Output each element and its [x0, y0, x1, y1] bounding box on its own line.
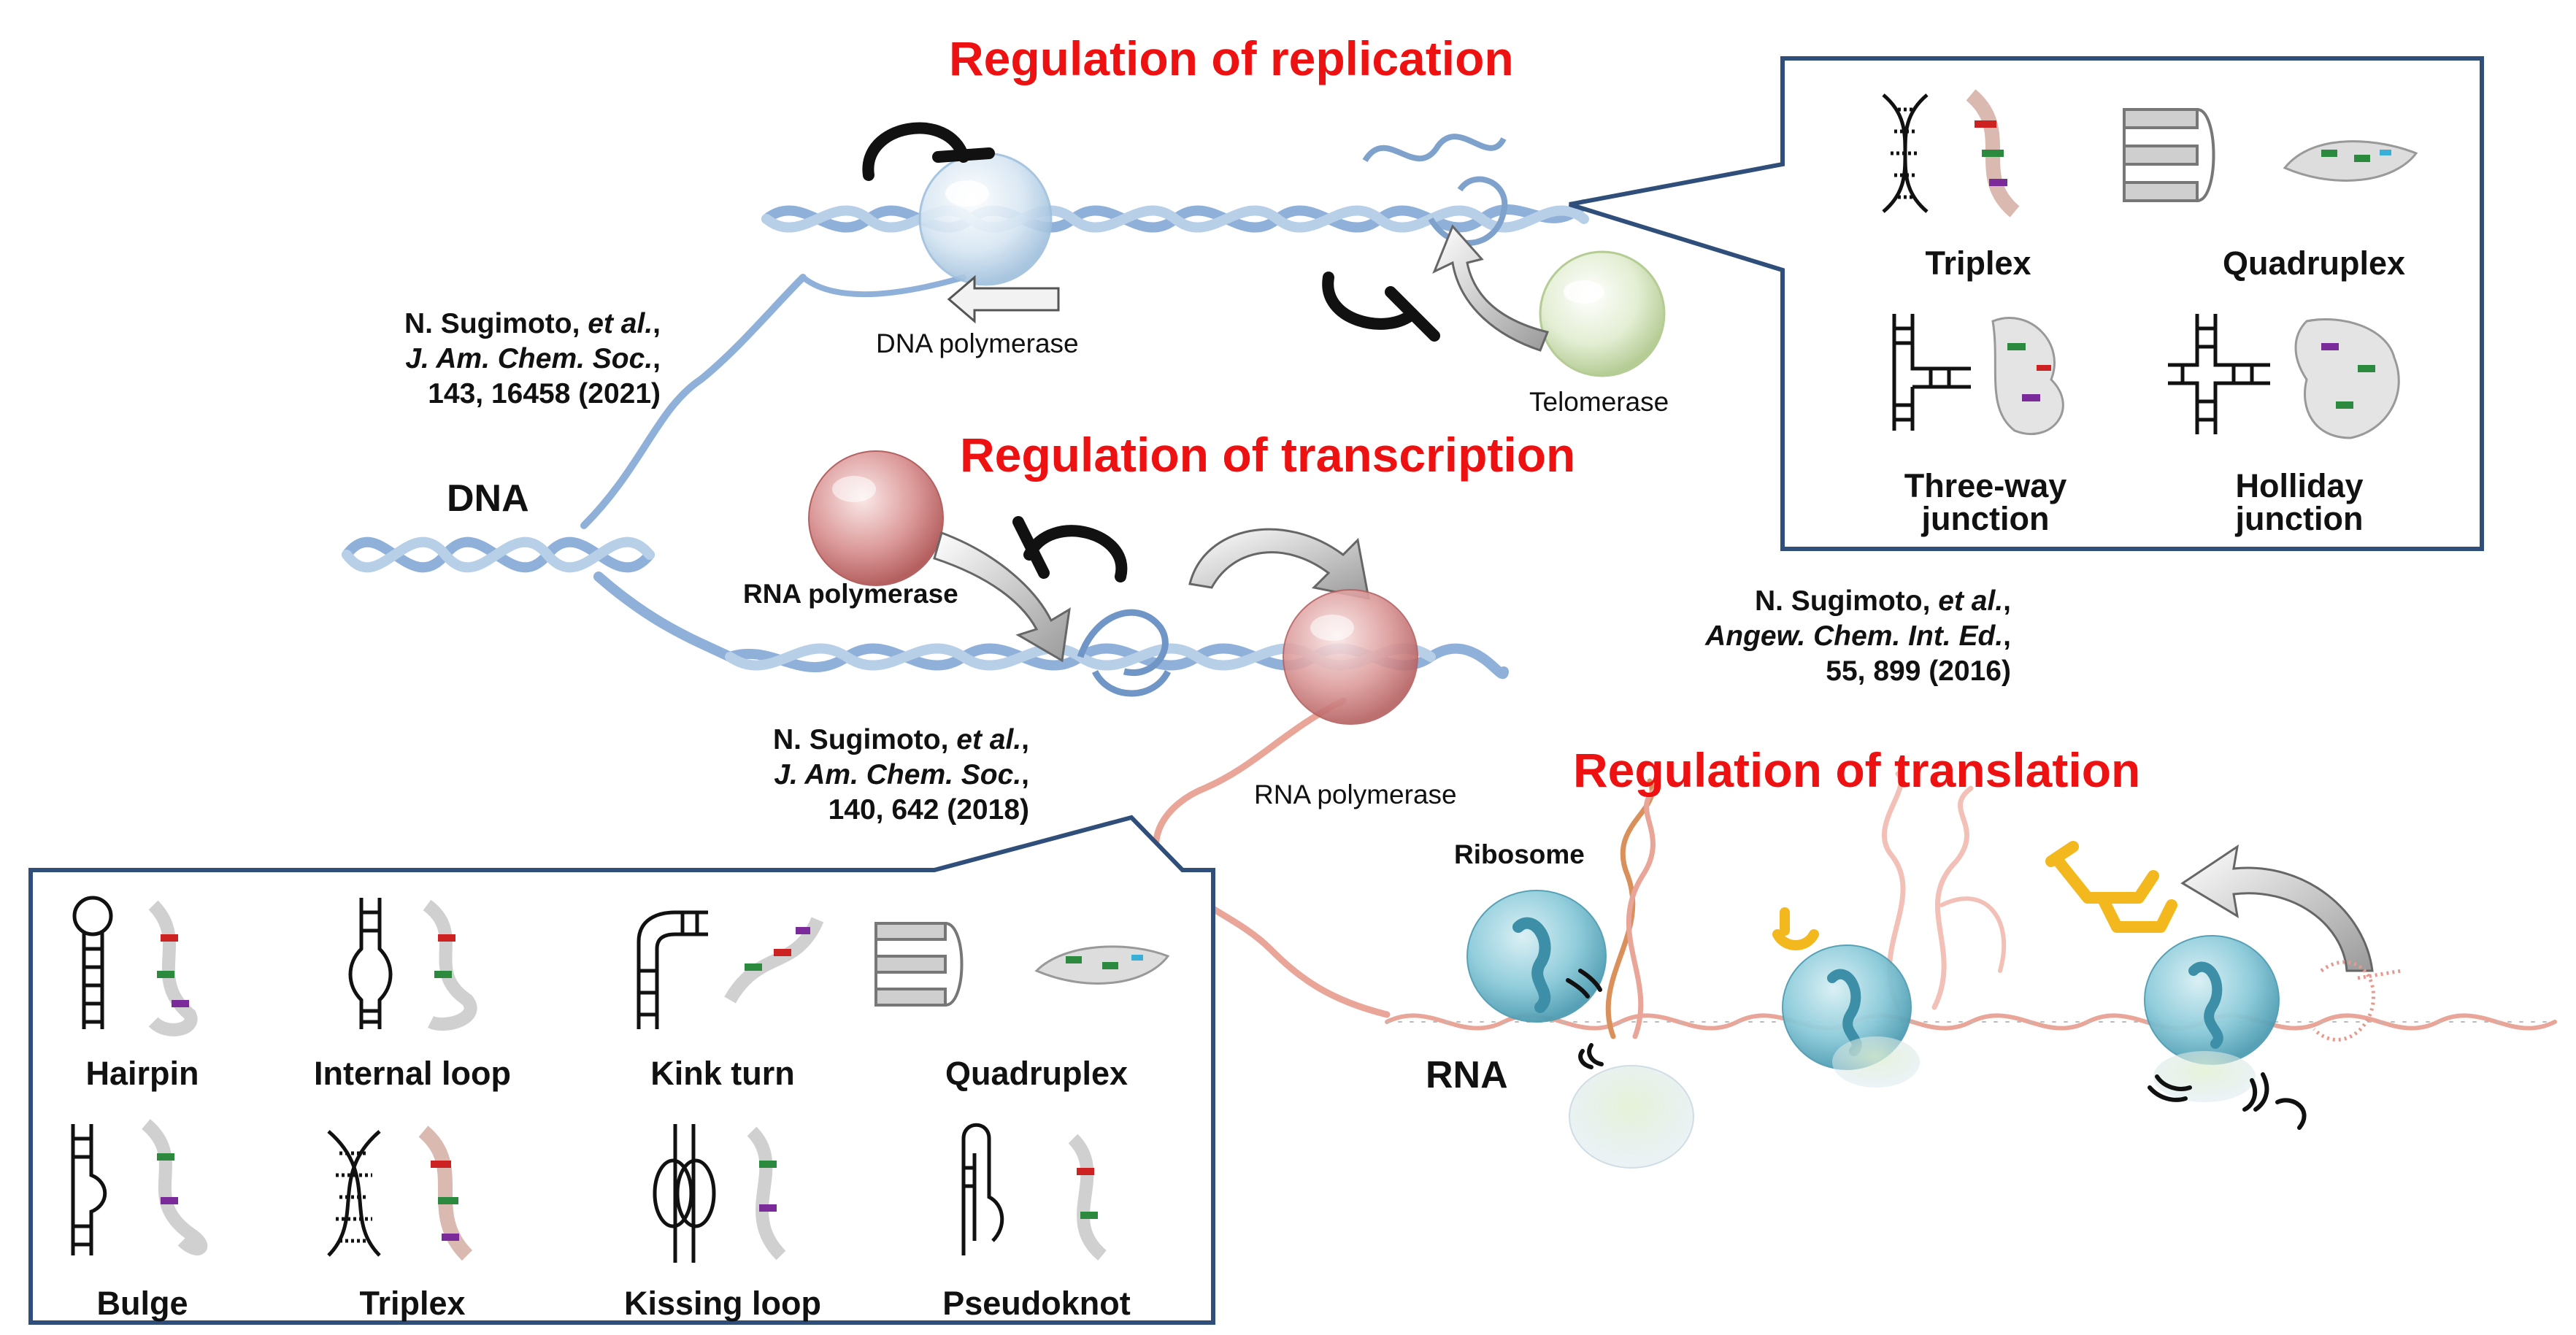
holliday-junction-model-icon [2294, 318, 2400, 439]
quadruplex-schematic-icon [2123, 108, 2215, 202]
ribosome-3 [2144, 935, 2280, 1102]
citation-etal: et al. [1938, 585, 2004, 617]
rna-quadruplex-schematic-icon [874, 922, 964, 1007]
motion-marks [1566, 969, 2307, 1130]
rna-structures-callout [28, 815, 1215, 1325]
ligand-binding-arrow [2180, 844, 2374, 972]
kink-turn-schematic-icon [637, 910, 708, 1029]
hairpin-schematic-icon [72, 896, 113, 1029]
ribosome-label: Ribosome [1454, 839, 1585, 869]
internal-loop-label: Internal loop [314, 1055, 511, 1092]
dna-polymerase-label: DNA polymerase [876, 328, 1079, 358]
rna-label: RNA [1426, 1054, 1508, 1096]
ligand-molecule-large [2045, 841, 2177, 933]
quadruplex-model-icon [2283, 140, 2418, 182]
pseudoknot-model-icon [1068, 1134, 1107, 1261]
three-way-junction-model-icon [1991, 317, 2064, 436]
citation-comma: , [2003, 585, 2011, 617]
rna-polymerase-binding-arrow [933, 531, 1071, 663]
three-way-junction-label-line2: junction [1921, 500, 2050, 537]
dna-triplex-label: Triplex [1925, 245, 2031, 282]
rna-polymerase-label-2: RNA polymerase [1254, 780, 1457, 809]
holliday-junction-label-line1: Holliday [2235, 467, 2364, 504]
translation-heading: Regulation of translation [1573, 743, 2141, 797]
bulge-model-icon [141, 1119, 208, 1255]
kink-turn-model-icon [724, 917, 824, 1004]
citation-authors: N. Sugimoto, [404, 308, 588, 339]
riboswitch-structure [2312, 960, 2402, 1042]
citation-comma: , [1021, 724, 1029, 755]
internal-loop-model-icon [423, 899, 477, 1031]
citation-journal: J. Am. Chem. Soc. [774, 759, 1022, 790]
citation-comma: , [653, 308, 661, 339]
citation-transcription: N. Sugimoto, et al., J. Am. Chem. Soc., … [730, 723, 1029, 828]
holliday-junction-label-line2: junction [2235, 500, 2364, 537]
rna-quadruplex-model-icon [1034, 945, 1170, 985]
ribosome-2 [1782, 944, 1920, 1088]
replication-heading: Regulation of replication [949, 31, 1514, 85]
three-way-junction-schematic-icon [1892, 314, 1971, 431]
telomerase-inhibition-arc [1322, 272, 1440, 342]
rna-triplex-label: Triplex [359, 1285, 466, 1322]
telomerase-action-arrow [1432, 224, 1550, 352]
bulge-label: Bulge [96, 1285, 188, 1322]
citation-authors: N. Sugimoto, [772, 724, 957, 755]
rna-triplex-model-icon [418, 1126, 473, 1261]
citation-journal-comma: , [1021, 759, 1029, 790]
citation-reference: 143, 16458 (2021) [428, 378, 661, 409]
rna-polymerase-free-sphere [808, 450, 944, 586]
kissing-loop-schematic-icon [653, 1124, 716, 1263]
kink-turn-label: Kink turn [650, 1055, 795, 1092]
pseudoknot-schematic-icon [961, 1123, 1004, 1255]
citation-journal: Angew. Chem. Int. Ed. [1705, 620, 2004, 652]
citation-journal: J. Am. Chem. Soc. [405, 343, 653, 374]
triplex-schematic-icon [1882, 93, 1929, 213]
dna-polymerase-inhibition-arc [862, 122, 995, 181]
citation-translation: N. Sugimoto, et al., Angew. Chem. Int. E… [1661, 584, 2011, 689]
citation-journal-comma: , [653, 343, 661, 374]
dna-label: DNA [447, 477, 529, 520]
hairpin-label: Hairpin [85, 1055, 199, 1092]
three-way-junction-label-line1: Three-way [1904, 467, 2067, 504]
citation-authors: N. Sugimoto, [1754, 585, 1939, 617]
kissing-loop-label: Kissing loop [624, 1285, 821, 1322]
ligand-molecule-small [1772, 907, 1819, 950]
internal-loop-schematic-icon [348, 898, 393, 1029]
pseudoknot-label: Pseudoknot [942, 1285, 1131, 1322]
dna-quadruplex-label: Quadruplex [2222, 245, 2406, 282]
dna-structures-callout [1569, 56, 2484, 551]
telomerase-sphere [1539, 250, 1666, 377]
bulge-schematic-icon [71, 1124, 107, 1255]
kissing-loop-model-icon [747, 1126, 786, 1261]
transcription-heading: Regulation of transcription [960, 428, 1576, 482]
rna-triplex-schematic-icon [327, 1130, 381, 1257]
triplex-model-icon [1966, 89, 2020, 218]
citation-replication: N. Sugimoto, et al., J. Am. Chem. Soc., … [361, 307, 661, 412]
dna-polymerase-direction-arrow [947, 274, 1060, 324]
rna-quadruplex-label: Quadruplex [945, 1055, 1129, 1092]
transcription-inhibition-arc [1012, 516, 1128, 582]
rna-polymerase-label-1: RNA polymerase [743, 579, 958, 609]
dna-bubble-structure [1077, 609, 1172, 697]
rna-polymerase-bound-sphere [1283, 589, 1418, 725]
ribosome-1 [1466, 890, 1607, 1023]
citation-etal: et al. [956, 724, 1022, 755]
transcription-activation-arrow [1188, 528, 1370, 600]
hairpin-model-icon [148, 900, 198, 1036]
holliday-junction-schematic-icon [2168, 314, 2270, 434]
telomerase-label: Telomerase [1529, 387, 1669, 417]
citation-reference: 55, 899 (2016) [1826, 655, 2011, 687]
dna-polymerase-sphere [918, 152, 1053, 286]
citation-etal: et al. [588, 308, 653, 339]
ribosome-ghost-1 [1569, 1065, 1694, 1169]
citation-reference: 140, 642 (2018) [828, 794, 1029, 826]
citation-journal-comma: , [2003, 620, 2011, 652]
